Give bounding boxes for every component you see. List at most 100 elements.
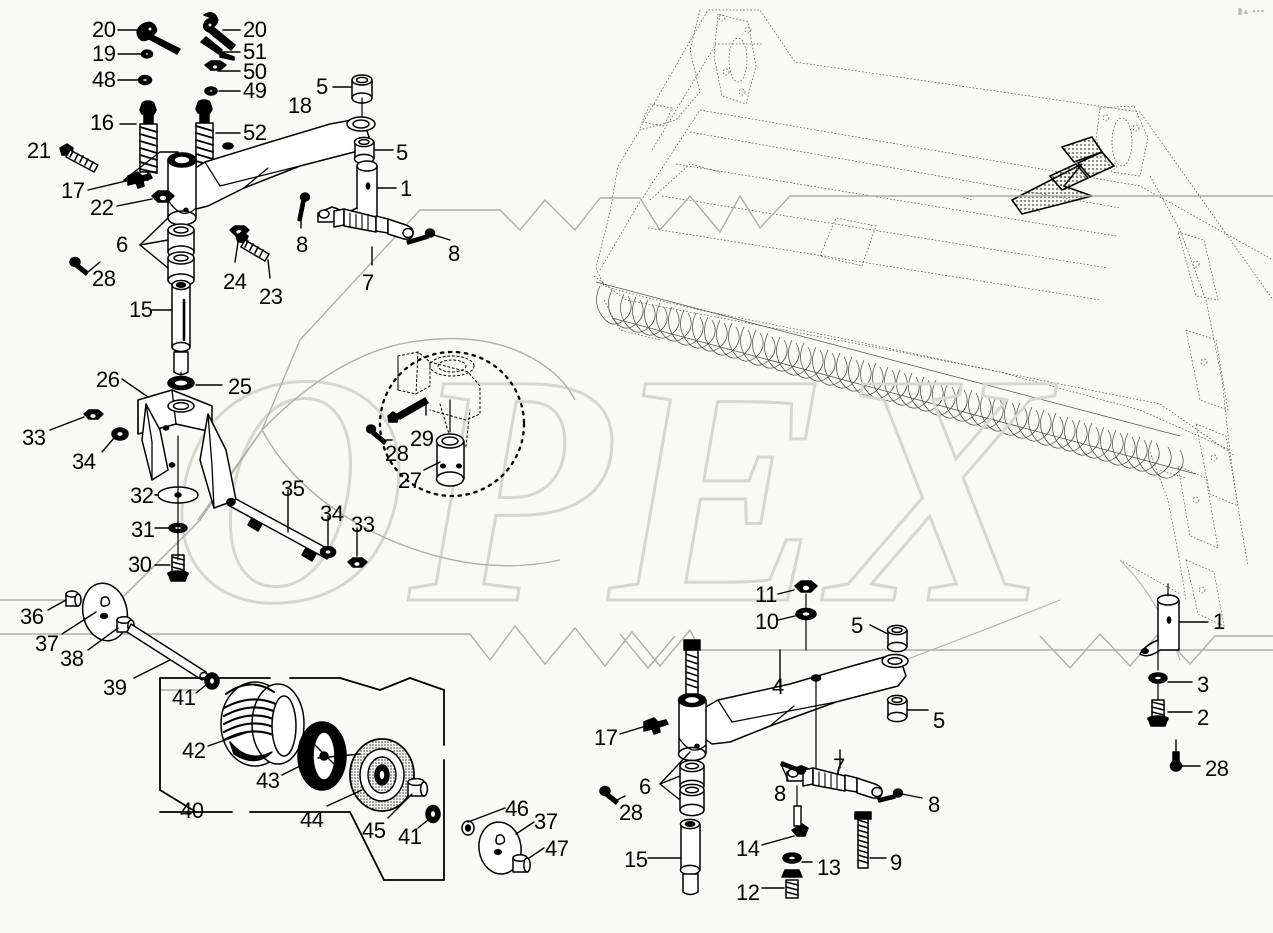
part-5c-bushing: [886, 624, 908, 653]
part-7a-hydraulic-cylinder: [317, 206, 414, 240]
part-15a-shaft: [171, 279, 191, 376]
callout-number-15: 15: [624, 847, 648, 872]
bolt-lower-top: [683, 639, 701, 695]
hub-boss-lower: [677, 692, 707, 762]
callout-number-45: 45: [362, 818, 386, 843]
part-28b-grease-nipple: [365, 424, 387, 445]
callout-number-14: 14: [736, 836, 760, 861]
callout-number-34: 34: [320, 501, 344, 526]
part-17b-clip: [643, 717, 669, 735]
callout-number-31: 31: [131, 517, 155, 542]
callout-number-41: 41: [172, 685, 196, 710]
callout-number-41: 41: [398, 824, 422, 849]
callout-number-12: 12: [736, 880, 760, 905]
part-34b-washer: [319, 545, 337, 559]
callout-number-24: 24: [223, 269, 247, 294]
callout-number-6: 6: [639, 774, 651, 799]
callout-number-30: 30: [128, 552, 152, 577]
part-18-reel-arm: [175, 116, 376, 211]
part-16-spring-bolt: [123, 100, 158, 181]
part-50-nut: [204, 60, 227, 71]
direction-arrow-icon: [1010, 136, 1116, 215]
part-29-bolt: [387, 397, 429, 423]
callout-number-4: 4: [772, 674, 784, 699]
part-27-bushing: [435, 433, 465, 487]
part-33a-nut: [83, 409, 104, 420]
callout-number-2: 2: [1197, 705, 1209, 730]
callout-number-7: 7: [362, 270, 374, 295]
hub-boss-upper: [167, 152, 197, 226]
callout-number-46: 46: [505, 796, 529, 821]
part-42-vbelt-pulley: [220, 681, 305, 767]
part-2-bolt: [1147, 699, 1169, 727]
part-17a-clip: [127, 171, 153, 189]
callout-number-34: 34: [72, 449, 96, 474]
part-8d-grease-nipple: [877, 788, 904, 803]
part-22-nut: [151, 190, 175, 203]
callout-number-6: 6: [116, 232, 128, 257]
part-37a-disc: [81, 582, 129, 642]
part-5a-bushing: [351, 74, 373, 104]
part-46-bushing: [461, 820, 475, 836]
part-10-washer: [795, 607, 817, 621]
callout-number-48: 48: [92, 67, 116, 92]
callout-number-33: 33: [351, 512, 375, 537]
callout-number-5: 5: [851, 613, 863, 638]
part-41b-bushing: [425, 804, 441, 824]
callout-number-38: 38: [60, 646, 84, 671]
callout-number-20: 20: [92, 17, 116, 42]
part-1b-pivot-pin: [1139, 594, 1180, 657]
part-43-pulley-half: [297, 721, 347, 791]
callout-number-15: 15: [129, 297, 153, 322]
part-8b-grease-nipple: [406, 228, 436, 245]
part-48-washer: [137, 74, 153, 86]
callout-number-42: 42: [182, 738, 206, 763]
part-13-washer: [782, 852, 802, 864]
part-49-washer: [204, 86, 218, 96]
part-51-pin: [200, 36, 235, 61]
part-28a-grease-nipple: [69, 256, 89, 276]
part-11-nut: [794, 580, 818, 593]
part-20a-cotter-pin: [136, 21, 181, 55]
callout-number-10: 10: [755, 609, 779, 634]
callout-number-5: 5: [933, 708, 945, 733]
part-44-sheave: [349, 738, 415, 812]
callout-number-8: 8: [448, 241, 460, 266]
part-41a-bushing: [204, 672, 220, 690]
callout-number-1: 1: [1213, 609, 1225, 634]
callout-number-40: 40: [180, 798, 204, 823]
part-28c-grease-nipple: [599, 785, 619, 805]
detail-ghost-bracket: [397, 351, 481, 447]
callout-number-29: 29: [410, 426, 434, 451]
callout-number-11: 11: [755, 582, 777, 607]
callout-number-25: 25: [228, 374, 252, 399]
callout-number-33: 33: [22, 425, 46, 450]
callout-number-52: 52: [243, 120, 267, 145]
part-34a-washer: [111, 427, 129, 441]
part-5d-bushing: [886, 694, 908, 723]
callout-number-23: 23: [259, 284, 283, 309]
callout-number-28: 28: [92, 266, 116, 291]
callout-number-16: 16: [90, 110, 114, 135]
callout-number-19: 19: [92, 41, 116, 66]
part-21-bolt: [59, 143, 99, 173]
callout-number-8: 8: [774, 781, 786, 806]
callout-number-8: 8: [296, 232, 308, 257]
part-30-bolt: [167, 554, 189, 582]
callout-number-39: 39: [103, 675, 127, 700]
callout-number-20: 20: [243, 17, 267, 42]
callout-number-1: 1: [400, 176, 412, 201]
part-14-bracket: [791, 805, 809, 837]
callout-number-3: 3: [1197, 672, 1209, 697]
callout-number-32: 32: [130, 483, 154, 508]
callout-number-8: 8: [928, 792, 940, 817]
part-45-spacer: [407, 777, 429, 797]
part-3-washer: [1148, 672, 1168, 684]
callout-number-35: 35: [281, 476, 305, 501]
part-37b-disc: [478, 821, 522, 875]
part-35-tie-rod: [226, 497, 333, 562]
callout-number-17: 17: [594, 725, 618, 750]
callout-number-21: 21: [27, 138, 51, 163]
part-25-seal: [167, 375, 195, 391]
